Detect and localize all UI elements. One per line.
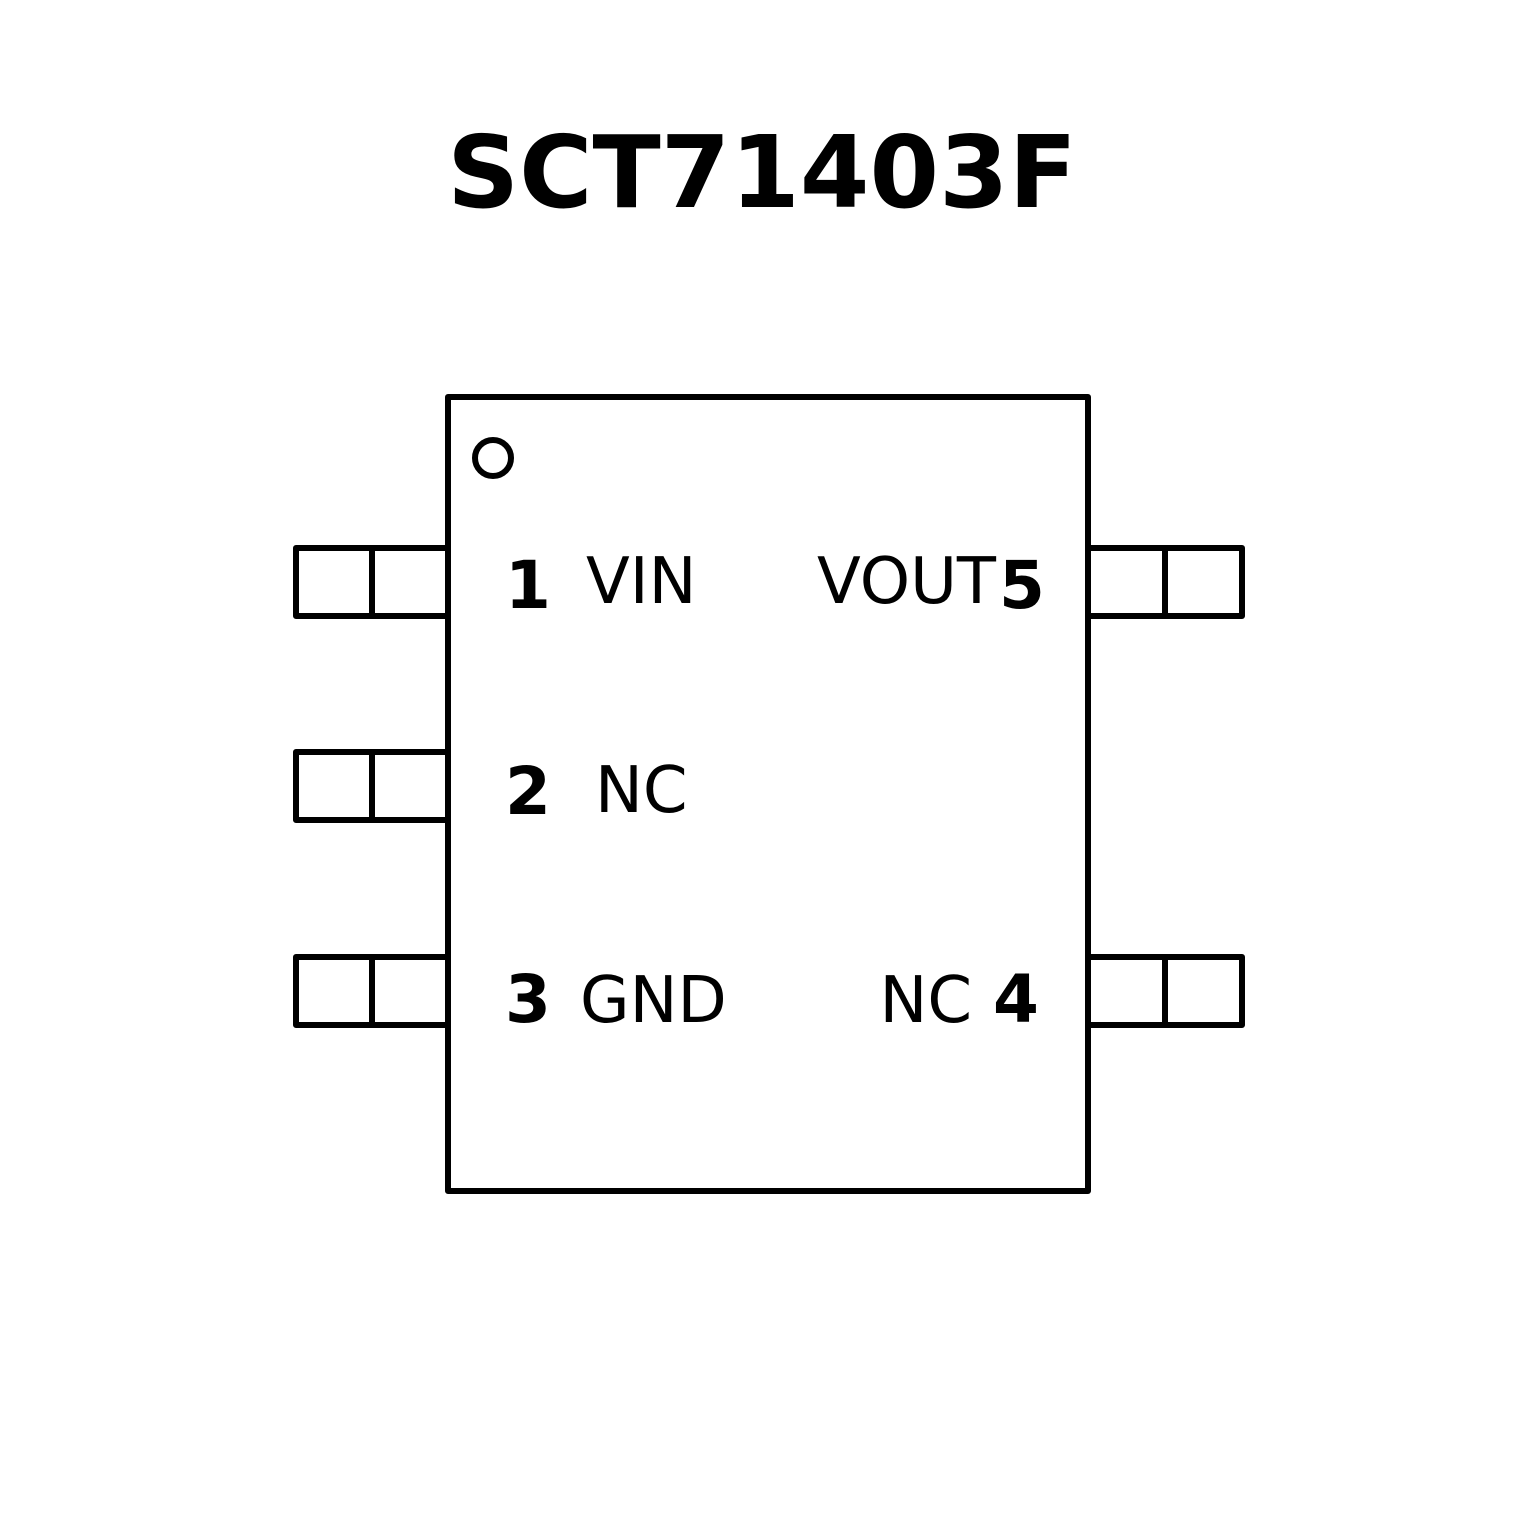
pin-4-name: NC bbox=[879, 964, 972, 1038]
pin1-indicator-icon bbox=[472, 437, 514, 479]
pin-5-lead bbox=[1085, 545, 1245, 619]
part-title: SCT71403F bbox=[447, 114, 1077, 231]
pin-3-name: GND bbox=[580, 964, 727, 1038]
pin-2-lead bbox=[293, 749, 451, 823]
pin-5-number: 5 bbox=[999, 547, 1045, 624]
pin-2-number: 2 bbox=[505, 753, 551, 830]
pin-3-lead bbox=[293, 954, 451, 1028]
pin-1-number: 1 bbox=[505, 547, 551, 624]
pin-5-name: VOUT bbox=[817, 545, 997, 619]
pin-2-name: NC bbox=[595, 754, 688, 828]
pin-1-name: VIN bbox=[586, 545, 697, 619]
pin-4-lead bbox=[1085, 954, 1245, 1028]
pin-1-lead bbox=[293, 545, 451, 619]
pin-4-number: 4 bbox=[993, 961, 1039, 1038]
pin-3-number: 3 bbox=[505, 961, 551, 1038]
